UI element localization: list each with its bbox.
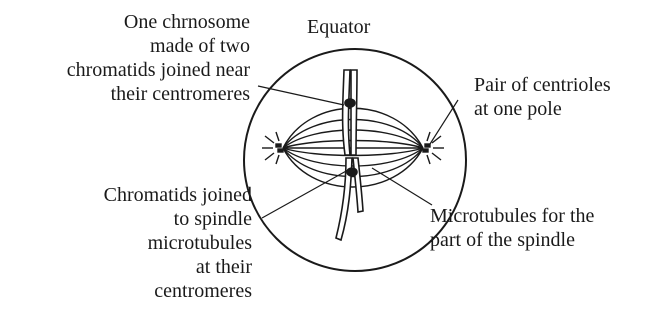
upper-chromosome <box>341 69 358 156</box>
chromatids-spindle-leader-line <box>261 169 349 219</box>
chromosome-leader-line <box>257 85 345 106</box>
centrioles-label-line-1: Pair of centrioles <box>474 74 611 96</box>
microtubules-label: Microtubules for the part of the spindle <box>430 204 594 252</box>
chromosome-label-line-4: their centromeres <box>110 83 250 105</box>
chromosome-label: One chrnosome made of two chromatids joi… <box>67 10 250 106</box>
centrioles-leader-line <box>429 99 459 145</box>
lower-chromosome <box>335 157 364 242</box>
left-centriole-icon <box>262 131 284 165</box>
right-centriole-icon <box>422 131 444 165</box>
chromosome-label-line-1: One chrnosome <box>123 11 250 33</box>
microtubules-leader-line <box>371 167 433 206</box>
centrioles-label: Pair of centrioles at one pole <box>474 73 611 121</box>
equator-label: Equator <box>307 16 371 38</box>
chromatids-spindle-label-line-1: Chromatids joined <box>103 184 252 206</box>
chromatids-spindle-label: Chromatids joined to spindle microtubule… <box>104 183 252 303</box>
spindle-fibers <box>282 107 424 188</box>
centrioles-label-line-2: at one pole <box>474 98 562 120</box>
microtubules-label-line-2: part of the spindle <box>430 229 575 251</box>
cell-outline <box>243 48 467 272</box>
microtubules-label-line-1: Microtubules for the <box>430 205 595 227</box>
chromosome-label-line-2: made of two <box>150 35 250 57</box>
chromatids-spindle-label-line-2: to spindle <box>173 208 252 230</box>
leader-lines <box>257 85 459 219</box>
chromatids-spindle-label-line-4: at their <box>195 256 252 278</box>
chromatids-spindle-label-line-5: centromeres <box>154 280 252 302</box>
chromatids-spindle-label-line-3: microtubules <box>147 232 252 254</box>
chromosome-label-line-3: chromatids joined near <box>66 59 250 81</box>
